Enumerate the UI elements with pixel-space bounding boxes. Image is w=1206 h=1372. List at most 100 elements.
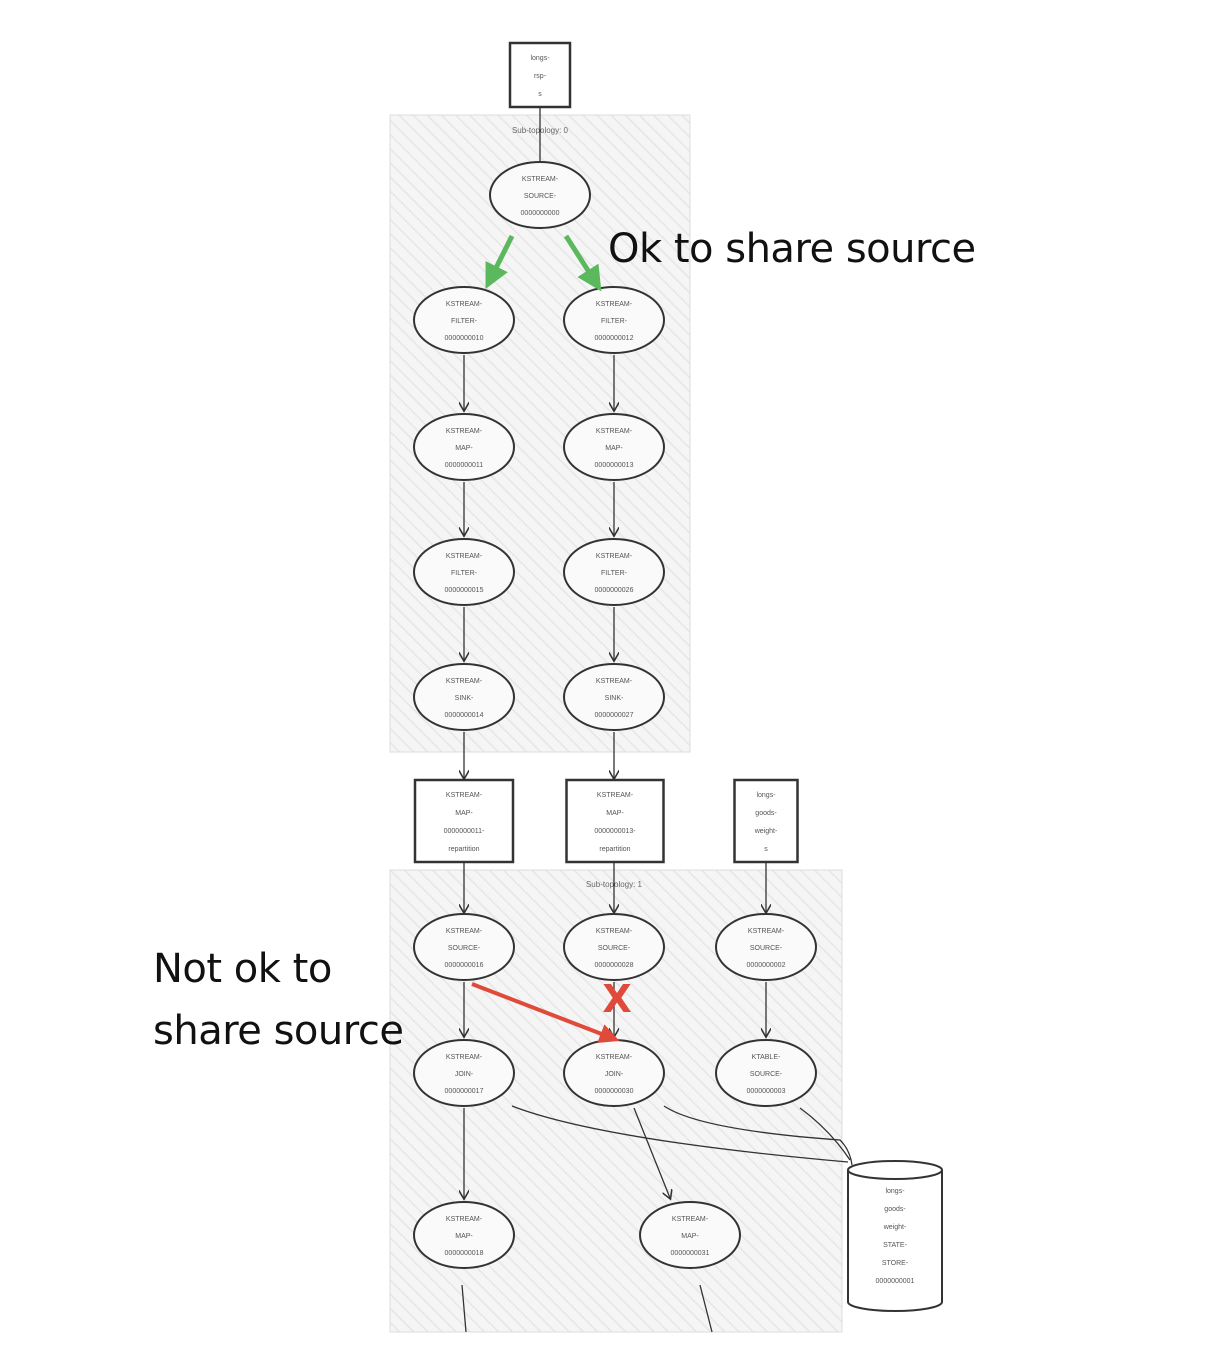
- edges: [461, 107, 853, 1333]
- node-label-line: MAP-: [605, 445, 623, 452]
- node-label-line: KSTREAM-: [446, 678, 483, 685]
- node-label-line: MAP-: [455, 445, 473, 452]
- node-label-line: 0000000010: [445, 335, 484, 342]
- node-label-line: rsp-: [534, 73, 547, 80]
- node-filter15[interactable]: KSTREAM- FILTER- 0000000015: [413, 538, 515, 606]
- node-topic_weight[interactable]: longs-goods-weight-s: [733, 778, 799, 864]
- node-label-line: 0000000016: [445, 962, 484, 969]
- node-label-line: 0000000003: [747, 1088, 786, 1095]
- node-ellipse: [563, 538, 665, 606]
- node-label-line: 0000000015: [445, 587, 484, 594]
- node-label-line: JOIN-: [605, 1071, 624, 1078]
- not-ok-annotation-line1: Not ok to: [153, 946, 332, 992]
- node-join17[interactable]: KSTREAM-JOIN-0000000017: [413, 1039, 515, 1107]
- node-ellipse: [563, 286, 665, 354]
- node-label-line: 0000000026: [595, 587, 634, 594]
- node-label-line: MAP-: [455, 1233, 473, 1240]
- node-ellipse: [413, 413, 515, 481]
- node-label-line: 0000000012: [595, 335, 634, 342]
- node-label-line: longs-: [756, 792, 776, 799]
- node-filter26[interactable]: KSTREAM- FILTER- 0000000026: [563, 538, 665, 606]
- node-filter12[interactable]: KSTREAM-FILTER-0000000012: [563, 286, 665, 354]
- node-label-line: SOURCE-: [750, 945, 783, 952]
- node-label-line: 0000000031: [671, 1250, 710, 1257]
- node-ellipse: [413, 1039, 515, 1107]
- node-ellipse: [489, 161, 591, 229]
- node-ellipse: [413, 538, 515, 606]
- node-label-line: SOURCE-: [598, 945, 631, 952]
- node-ellipse: [563, 663, 665, 731]
- node-label-line: KSTREAM-: [596, 678, 633, 685]
- node-map13[interactable]: KSTREAM-MAP-0000000013: [563, 413, 665, 481]
- node-filter10[interactable]: KSTREAM-FILTER-0000000010: [413, 286, 515, 354]
- node-label-line: KSTREAM-: [446, 1054, 483, 1061]
- node-label-line: JOIN-: [455, 1071, 474, 1078]
- ok-to-share-annotation: Ok to share source: [608, 226, 976, 272]
- node-label-line: goods-: [884, 1206, 906, 1213]
- node-ellipse: [563, 913, 665, 981]
- node-ellipse: [413, 663, 515, 731]
- node-label-line: KSTREAM-: [596, 553, 633, 560]
- node-store[interactable]: longs-goods-weight-STATE-STORE-000000000…: [847, 1160, 943, 1312]
- node-label-line: KSTREAM-: [522, 176, 559, 183]
- node-label-line: 0000000013-: [594, 828, 636, 835]
- edge-curve: [461, 1284, 467, 1333]
- node-label-line: KSTREAM-: [596, 1054, 633, 1061]
- node-label-line: KSTREAM-: [446, 928, 483, 935]
- node-label-line: FILTER-: [451, 570, 478, 577]
- node-src02[interactable]: KSTREAM-SOURCE-0000000002: [715, 913, 817, 981]
- node-label-line: 0000000002: [747, 962, 786, 969]
- node-map11[interactable]: KSTREAM-MAP-0000000011: [413, 413, 515, 481]
- node-label-line: repartition: [599, 846, 630, 853]
- node-src28[interactable]: KSTREAM-SOURCE-0000000028: [563, 913, 665, 981]
- node-ellipse: [413, 913, 515, 981]
- store-cylinder-top: [847, 1160, 943, 1180]
- node-sink27[interactable]: KSTREAM- SINK- 0000000027: [563, 663, 665, 731]
- node-ktable03[interactable]: KTABLE-SOURCE-0000000003: [715, 1039, 817, 1107]
- node-label-line: KSTREAM-: [672, 1216, 709, 1223]
- edge-curve: [511, 1105, 849, 1163]
- not-ok-annotation-line2: share source: [153, 1008, 404, 1054]
- node-label-line: MAP-: [455, 810, 473, 817]
- node-label-line: KSTREAM-: [597, 792, 634, 799]
- node-label-line: SINK-: [605, 695, 624, 702]
- node-label-line: KSTREAM-: [596, 301, 633, 308]
- node-join30[interactable]: KSTREAM-JOIN-0000000030: [563, 1039, 665, 1107]
- node-label-line: STORE-: [882, 1260, 909, 1267]
- node-label-line: 0000000011-: [444, 828, 485, 835]
- node-label-line: KSTREAM-: [446, 428, 483, 435]
- node-label-line: FILTER-: [601, 570, 628, 577]
- node-label-line: goods-: [755, 810, 777, 817]
- node-src0[interactable]: KSTREAM-SOURCE-0000000000: [489, 161, 591, 229]
- node-label-line: MAP-: [681, 1233, 699, 1240]
- node-map31[interactable]: KSTREAM- MAP- 0000000031: [639, 1201, 741, 1269]
- node-rep13[interactable]: KSTREAM- MAP- 0000000013- repartition: [565, 778, 665, 864]
- node-label-line: FILTER-: [451, 318, 478, 325]
- node-label-line: 0000000027: [595, 712, 634, 719]
- node-label-line: KSTREAM-: [446, 553, 483, 560]
- topic-box: [413, 778, 515, 864]
- node-src16[interactable]: KSTREAM- SOURCE- 0000000016: [413, 913, 515, 981]
- node-label-line: MAP-: [606, 810, 624, 817]
- node-sink14[interactable]: KSTREAM-SINK-0000000014: [413, 663, 515, 731]
- node-label-line: 0000000000: [521, 210, 560, 217]
- node-label-line: 0000000028: [595, 962, 634, 969]
- node-topic_in[interactable]: longs-rsp-s: [508, 41, 572, 109]
- edge-curve: [799, 1107, 851, 1161]
- nodes: longs-rsp-sKSTREAM-SOURCE-0000000000KSTR…: [413, 41, 943, 1312]
- node-label-line: SINK-: [455, 695, 474, 702]
- node-ellipse: [563, 413, 665, 481]
- node-label-line: KSTREAM-: [446, 1216, 483, 1223]
- node-label-line: longs-: [530, 55, 550, 62]
- node-label-line: KTABLE-: [752, 1054, 781, 1061]
- topic-box: [733, 778, 799, 864]
- node-label-line: SOURCE-: [448, 945, 481, 952]
- node-label-line: KSTREAM-: [596, 428, 633, 435]
- node-ellipse: [413, 286, 515, 354]
- topic-box: [565, 778, 665, 864]
- node-map18[interactable]: KSTREAM-MAP-0000000018: [413, 1201, 515, 1269]
- node-rep11[interactable]: KSTREAM-MAP-0000000011-repartition: [413, 778, 515, 864]
- node-label-line: STATE-: [883, 1242, 908, 1249]
- ok-arrow-right: [563, 234, 602, 292]
